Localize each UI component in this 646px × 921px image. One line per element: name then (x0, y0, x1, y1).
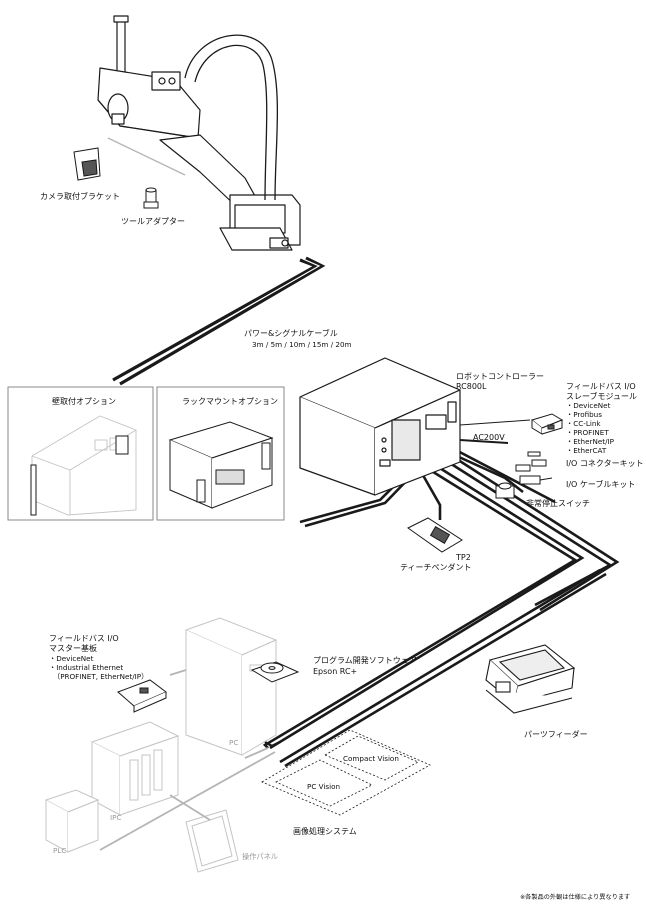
label-software-name: Epson RC+ (313, 667, 357, 676)
ipc (90, 721, 180, 816)
label-pc-vision: PC Vision (307, 782, 340, 791)
plc (44, 789, 100, 853)
label-emergency-stop: 非常停止スイッチ (526, 498, 590, 508)
fieldbus-slave-item: ・Profibus (566, 410, 602, 419)
fieldbus-slave-list: ・DeviceNet ・Profibus ・CC-Link ・PROFINET … (566, 401, 615, 455)
label-fieldbus-master-2: マスター基板 (49, 643, 97, 653)
label-fieldbus-master-1: フィールドバス I/O (49, 634, 119, 643)
vision-system-area (261, 729, 431, 816)
label-parts-feeder: パーツフィーダー (524, 729, 588, 739)
label-software-title: プログラム開発ソフトウェア (313, 655, 417, 665)
label-vision-system: 画像処理システム (293, 826, 357, 836)
scara-robot (97, 15, 301, 251)
label-compact-vision: Compact Vision (343, 754, 399, 763)
fieldbus-master-item: ・DeviceNet (49, 654, 94, 663)
pc-software-cable (262, 463, 585, 750)
tool-adapter-part (143, 187, 159, 209)
fieldbus-master-list: ・DeviceNet ・Industrial Ethernet （PROFINE… (49, 654, 148, 681)
label-teach-pendant-model: TP2 (455, 553, 471, 562)
label-ac-power: AC200V (473, 433, 505, 442)
label-pc: PC (229, 738, 238, 747)
fieldbus-slave-item: ・EtherCAT (566, 446, 607, 455)
network-lines (99, 669, 276, 851)
io-cable-kit (519, 475, 553, 485)
fieldbus-master-item: （PROFINET, EtherNet/IP） (53, 672, 148, 681)
fieldbus-master-board (117, 679, 167, 713)
label-fieldbus-slave-1: フィールドバス I/O (566, 382, 636, 391)
label-controller: ロボットコントローラー (456, 372, 544, 381)
label-fieldbus-slave-2: スレーブモジュール (566, 391, 637, 401)
label-tool-adapter: ツールアダプター (121, 216, 185, 226)
label-io-cable-kit: I/O ケーブルキット (566, 479, 635, 489)
power-signal-cable (112, 256, 326, 386)
label-operation-panel: 操作パネル (242, 852, 278, 861)
footnote: ※各製品の外観は仕様により異なります (520, 893, 630, 901)
fieldbus-slave-module (530, 413, 564, 435)
label-ipc: IPC (110, 813, 121, 822)
label-cable-lengths: 3m / 5m / 10m / 15m / 20m (252, 340, 352, 349)
teach-pendant (407, 517, 463, 553)
wall-bracket (30, 435, 129, 516)
label-cable-title: パワー&シグナルケーブル (244, 328, 338, 338)
fieldbus-slave-item: ・EtherNet/IP (566, 437, 615, 446)
label-rack-option: ラックマウントオプション (182, 397, 278, 406)
label-wall-option: 壁取付オプション (52, 396, 116, 406)
label-plc: PLC (53, 846, 66, 855)
label-io-connector-kit: I/O コネクターキット (566, 459, 644, 468)
software-disc (250, 661, 300, 683)
label-camera-bracket: カメラ取付ブラケット (40, 191, 120, 201)
cable-white-gap (115, 258, 321, 383)
fieldbus-slave-item: ・DeviceNet (566, 401, 611, 410)
io-connector-kit (515, 451, 547, 472)
camera-bracket-part (73, 147, 101, 181)
wall-option-frame (7, 386, 154, 521)
label-teach-pendant: ティーチペンダント (400, 562, 472, 572)
robot-controller (299, 357, 461, 496)
label-controller-model: RC800L (456, 382, 487, 391)
fieldbus-slave-item: ・CC-Link (566, 419, 601, 428)
fieldbus-master-item: ・Industrial Ethernet (49, 663, 123, 672)
operation-panel (185, 809, 239, 873)
rack-mount-controller (168, 421, 274, 509)
vision-link-cable (264, 740, 281, 748)
pc-tower (184, 617, 278, 756)
fieldbus-slave-item: ・PROFINET (566, 428, 609, 437)
emergency-stop-switch (495, 482, 515, 499)
parts-feeder (485, 644, 576, 714)
